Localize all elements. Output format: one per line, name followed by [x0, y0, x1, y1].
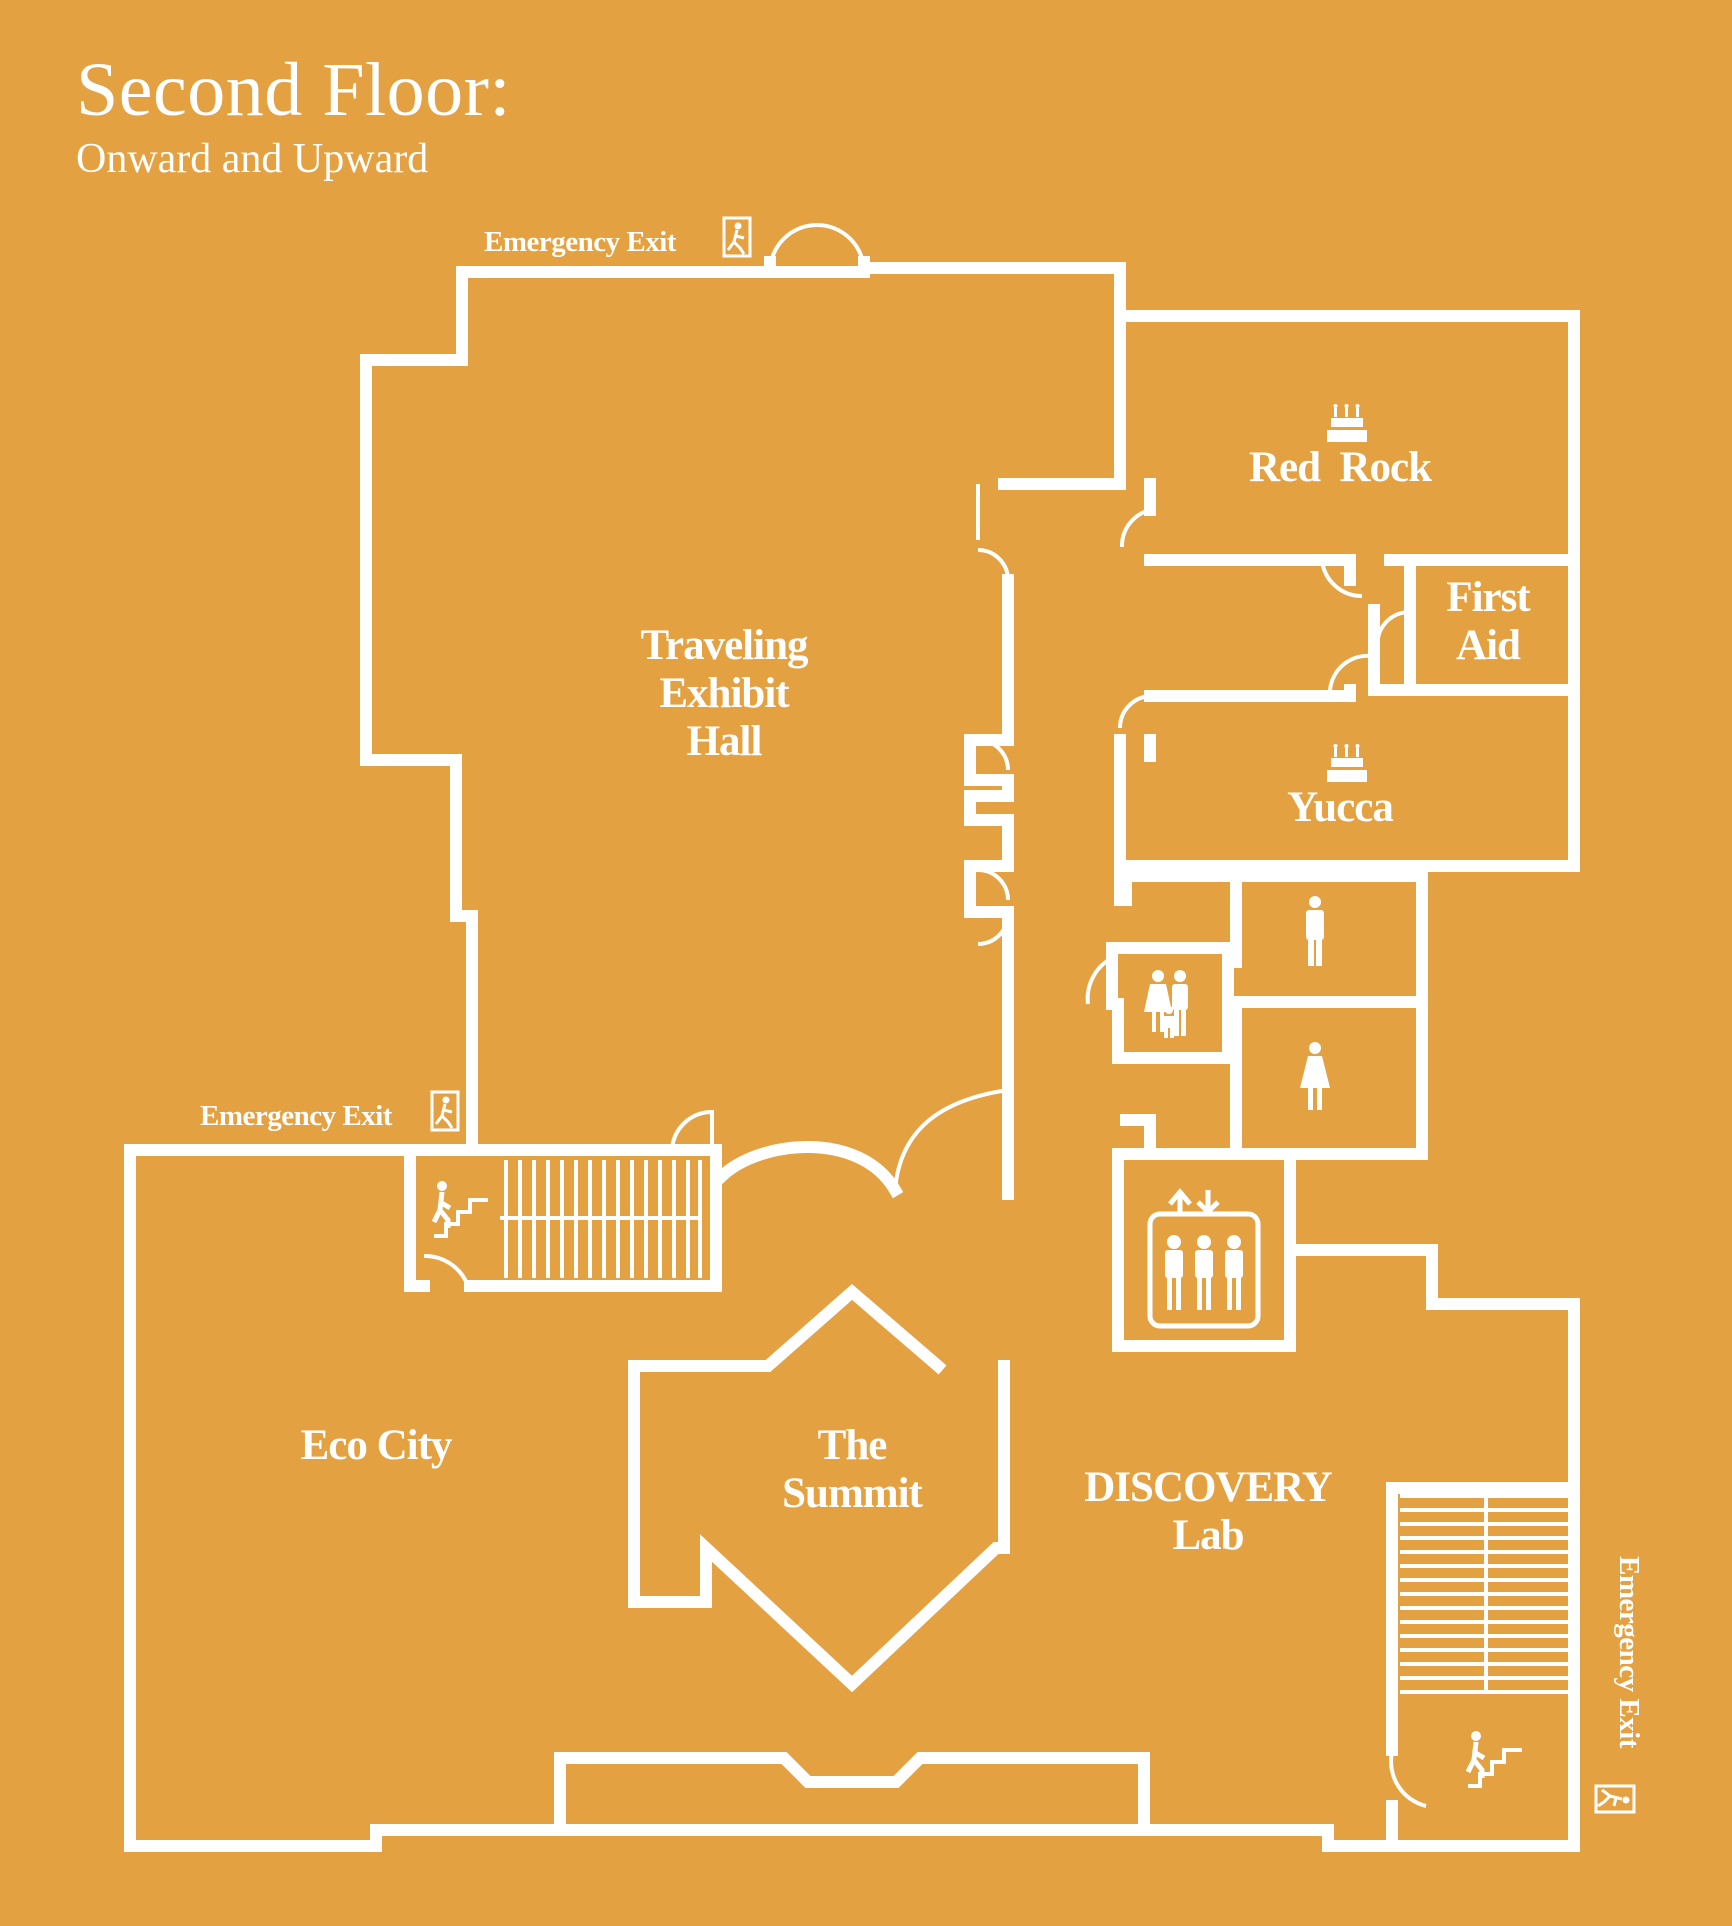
- birthday-cake-icon: [1327, 404, 1367, 442]
- emergency-exit-icon: [430, 1090, 460, 1132]
- room-yucca[interactable]: Yucca: [1287, 784, 1394, 832]
- left-stair-treads: [500, 1160, 702, 1278]
- room-label-line: First: [1446, 574, 1530, 621]
- room-label: Yucca: [1287, 784, 1394, 831]
- room-label-line: Summit: [782, 1470, 923, 1517]
- room-label-line: Exhibit: [659, 670, 789, 717]
- page-title: Second Floor:: [76, 48, 512, 132]
- emergency-exit-icon: [722, 216, 752, 258]
- left-stairwell: [404, 1109, 904, 1292]
- room-the-summit[interactable]: The Summit: [782, 1422, 923, 1518]
- room-label-line: The: [817, 1422, 888, 1469]
- emergency-exit-label-right: Emergency Exit: [1613, 1556, 1645, 1748]
- men-restroom-icon: [1306, 896, 1324, 966]
- emergency-exit-icon: [1594, 1784, 1636, 1814]
- room-label-line: Hall: [686, 718, 763, 765]
- right-rooms-walls: [124, 310, 1580, 1852]
- room-eco-city[interactable]: Eco City: [300, 1422, 453, 1470]
- stairs-icon: [431, 1181, 488, 1238]
- room-traveling-exhibit-hall[interactable]: Traveling Exhibit Hall: [640, 622, 809, 766]
- traveling-exhibit-hall-walls: [360, 223, 1126, 1200]
- the-summit-walls: [628, 1284, 1010, 1693]
- bottom-alcove: [554, 1752, 1150, 1836]
- elevator-icon: [1147, 1188, 1261, 1329]
- birthday-cake-icon: [1327, 744, 1367, 782]
- family-restroom-icon: [1144, 970, 1188, 1038]
- room-label-line: DISCOVERY: [1084, 1464, 1333, 1511]
- room-red-rock[interactable]: Red Rock: [1248, 444, 1432, 492]
- right-stairwell: [1386, 1482, 1580, 1852]
- room-label: Eco City: [300, 1422, 453, 1469]
- room-label-line: Lab: [1172, 1512, 1244, 1559]
- room-first-aid[interactable]: First Aid: [1446, 574, 1530, 670]
- emergency-exit-label-top: Emergency Exit: [484, 226, 676, 258]
- emergency-exit-label-left: Emergency Exit: [200, 1100, 392, 1132]
- room-label-line: Aid: [1456, 622, 1521, 669]
- page-subtitle: Onward and Upward: [76, 136, 429, 182]
- stairs-icon: [1465, 1731, 1522, 1788]
- room-label: Red Rock: [1248, 444, 1432, 491]
- women-restroom-icon: [1300, 1042, 1330, 1110]
- room-label-line: Traveling: [640, 622, 809, 669]
- room-discovery-lab[interactable]: DISCOVERY Lab: [1084, 1464, 1333, 1560]
